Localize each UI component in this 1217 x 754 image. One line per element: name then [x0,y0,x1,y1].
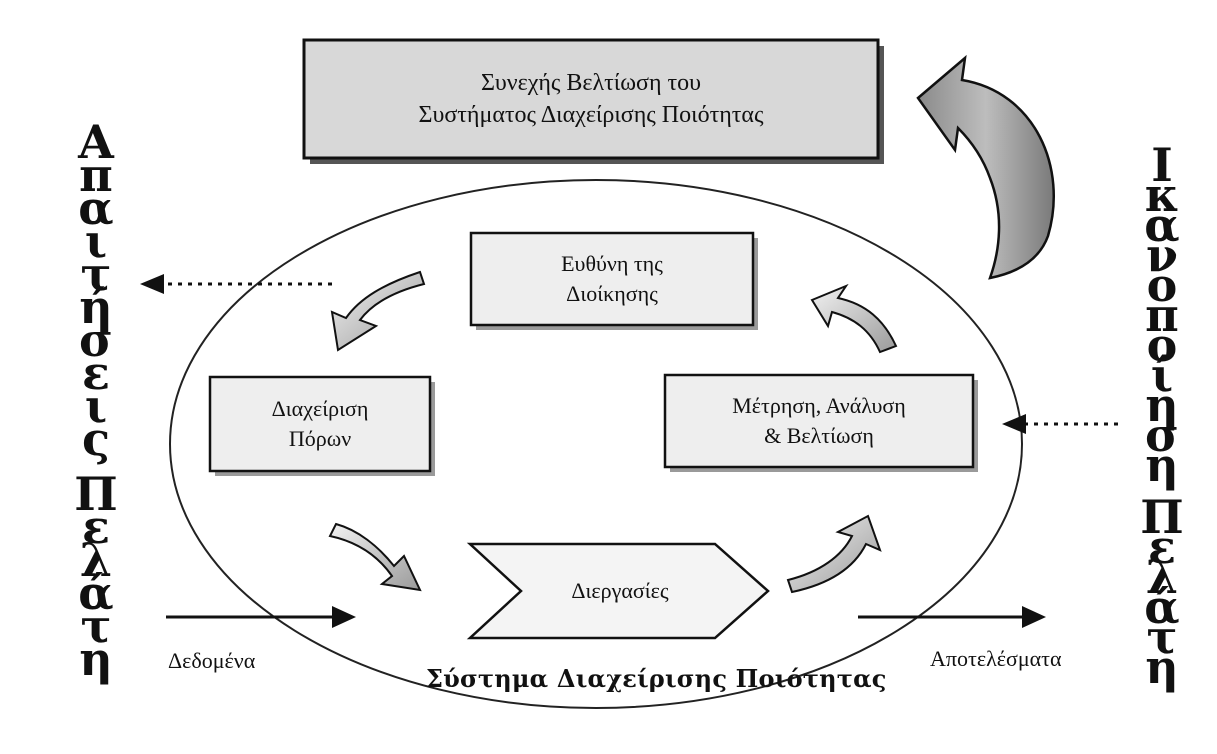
requirements-word1-letter: ή [79,280,113,334]
processes-label: Διεργασίες [571,578,669,604]
requirements-word2-letter: τ [80,599,112,653]
measurement-line1: Μέτρηση, Ανάλυση [732,393,906,419]
arrow-to-resources [330,270,426,352]
management-box [469,231,755,327]
requirements-word2-letter: λ [79,533,113,587]
big-curved-arrow [916,54,1055,280]
requirements-word1-letter: α [78,181,114,235]
management-box-text: Ευθύνη της Διοίκησης [471,233,753,325]
requirements-word1-letter: ι [84,214,108,268]
requirements-word2-letter: Π [74,467,118,521]
satisfaction-word1-letter: Ι [1151,138,1173,192]
top-box-line2: Συστήματος Διαχείρισης Ποιότητας [418,102,764,128]
resources-box [208,375,432,473]
top-box [302,38,880,160]
requirements-word2-letter: η [79,632,113,686]
satisfaction-word2-letter: η [1145,640,1179,694]
output-arrowhead [1022,606,1046,628]
measurement-box-text: Μέτρηση, Ανάλυση & Βελτίωση [665,375,973,467]
requirements-word1-letter: ι [84,379,108,433]
arrow-to-measurement [786,514,882,594]
top-box-text: Συνεχής Βελτίωση του Συστήματος Διαχείρι… [304,40,878,158]
input-label: Δεδομένα [168,648,256,673]
management-line2: Διοίκησης [566,281,658,306]
requirements-word1-letter: σ [79,313,113,367]
satisfaction-dotted-arrowhead [1002,414,1026,434]
input-arrowhead [332,606,356,628]
processes-text: Διεργασίες [500,544,740,638]
arrow-to-management [810,283,898,354]
requirements-word1-letter: ε [82,346,110,400]
system-label: Σύστημα Διαχείρισης Ποιότητας [426,664,887,693]
measurement-line2: & Βελτίωση [764,423,874,448]
processes-chevron [466,542,770,640]
satisfaction-word1-letter: ί [1150,348,1174,402]
requirements-word1-letter: ς [81,412,110,466]
measurement-box [663,373,975,469]
output-label: Αποτελέσματα [930,646,1062,671]
requirements-word1-letter: π [79,148,113,202]
resources-box-text: Διαχείριση Πόρων [210,377,430,471]
resources-line2: Πόρων [288,426,352,451]
requirements-word2-letter: ε [82,500,110,554]
system-ellipse [169,179,1023,709]
resources-line1: Διαχείριση [271,396,369,422]
requirements-word2-letter: ά [78,566,114,620]
arrow-to-processes [328,522,422,592]
requirements-word1-letter: τ [80,247,112,301]
satisfaction-word1-letter: η [1145,438,1179,492]
management-line1: Ευθύνη της [561,251,663,277]
top-box-line1: Συνεχής Βελτίωση του [480,69,702,96]
requirements-dotted-arrowhead [140,274,164,294]
requirements-word1-letter: Α [78,115,114,169]
